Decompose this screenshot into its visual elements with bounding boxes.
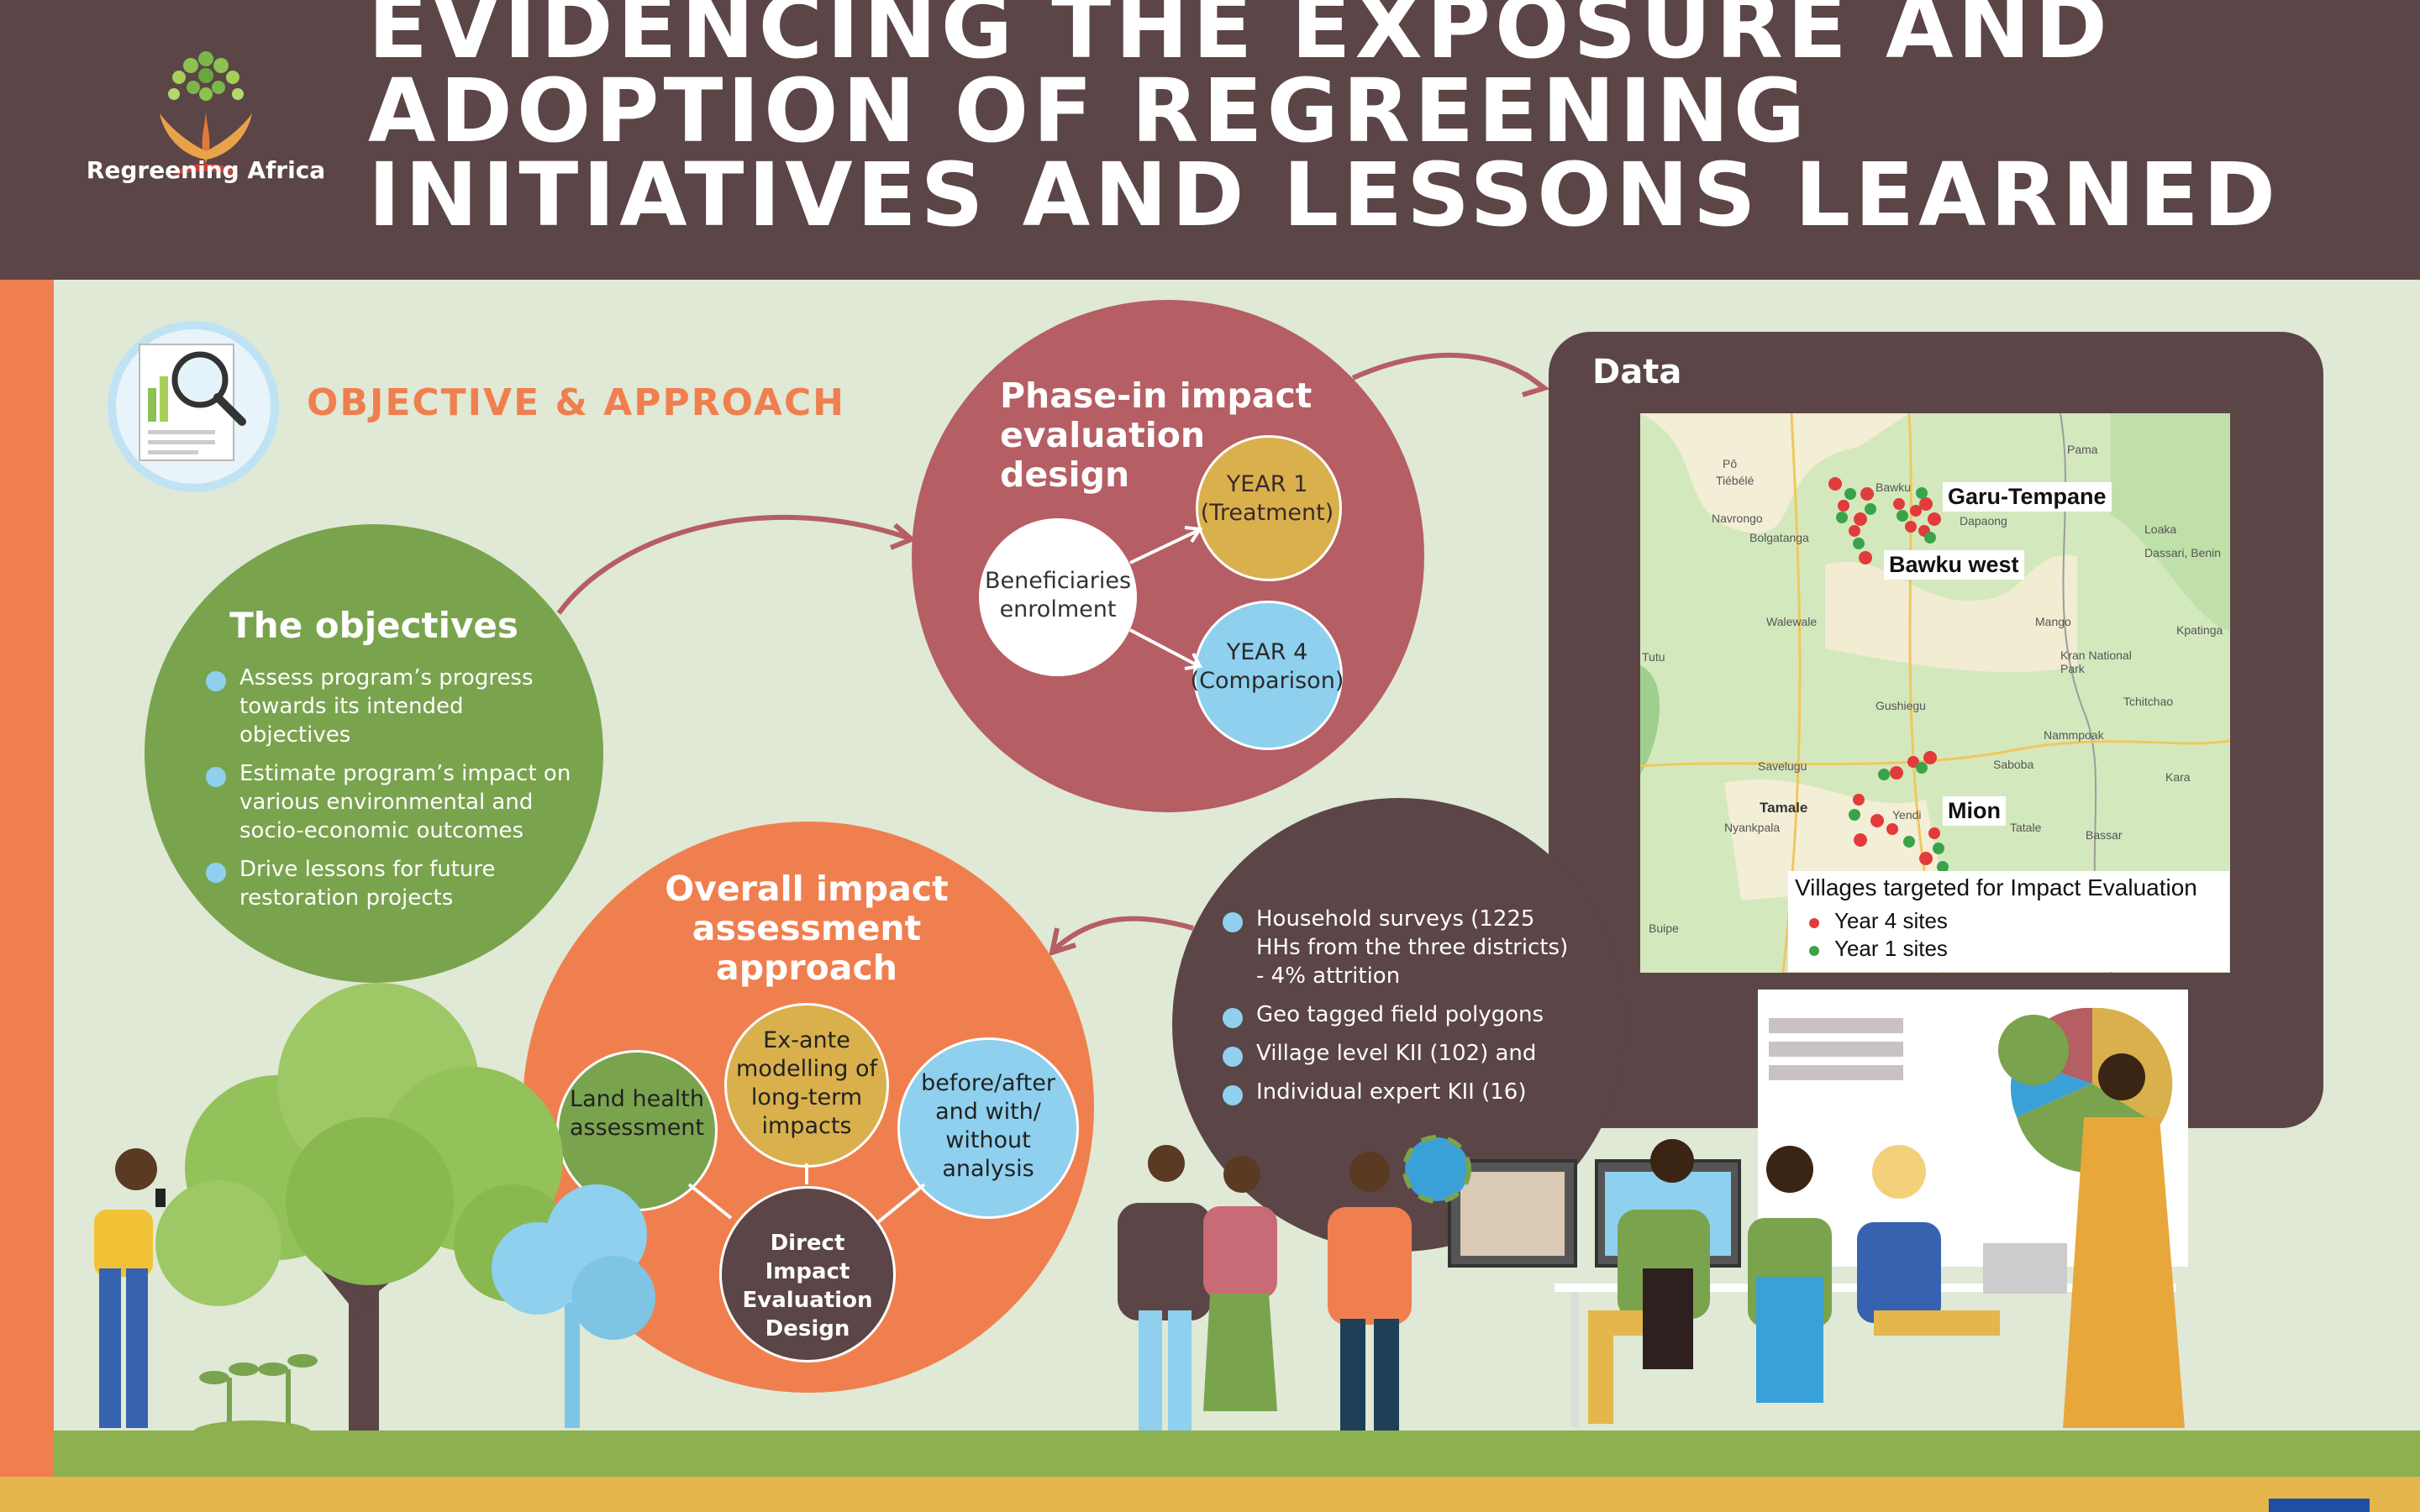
place-name: Mango <box>2035 615 2071 628</box>
before-after-circle <box>897 1037 1079 1219</box>
magnifier-report-icon <box>108 321 279 492</box>
objectives-title: The objectives <box>229 605 518 646</box>
place-name: Gushiegu <box>1876 699 1926 712</box>
objective-item: Estimate program’s impact on various env… <box>206 759 576 845</box>
place-name: Dapaong <box>1960 514 2007 528</box>
legend-title: Villages targeted for Impact Evaluation <box>1795 874 2197 900</box>
place-name: Walewale <box>1766 615 1818 628</box>
header-bar <box>0 0 2420 280</box>
objective-item: Drive lessons for future restoration pro… <box>206 855 576 912</box>
place-name: Tchitchao <box>2123 695 2174 708</box>
place-name: Kran National Park <box>2060 648 2132 675</box>
eu-flag-icon <box>2269 1499 2370 1512</box>
data-item: Household surveys (1225 HHs from the thr… <box>1223 905 1576 990</box>
map-label-mion: Mion <box>1943 796 2006 826</box>
legend-year1-label: Year 1 sites <box>1834 936 1948 961</box>
legend-year1-dot <box>1809 946 1819 956</box>
data-item: Individual expert KII (16) <box>1223 1078 1576 1106</box>
objectives-list: Assess program’s progress towards its in… <box>206 664 576 922</box>
data-item: Geo tagged field polygons <box>1223 1000 1576 1029</box>
ex-ante-circle <box>724 1003 889 1168</box>
place-name: Tatale <box>2010 821 2042 834</box>
year4-label: YEAR 4 (Comparison) <box>1190 639 1344 694</box>
legend-year4-dot <box>1809 918 1819 928</box>
year1-circle <box>1196 435 1342 581</box>
data-list: Household surveys (1225 HHs from the thr… <box>1223 905 1576 1116</box>
data-item: Village level KII (102) and <box>1223 1039 1576 1068</box>
phase-in-arrows <box>1129 526 1203 670</box>
footer-bar <box>0 1477 2420 1512</box>
year4-circle <box>1193 601 1343 750</box>
land-health-label: Land health assessment <box>569 1086 705 1141</box>
place-name: Saboba <box>1993 758 2034 771</box>
map-label-bawku-west: Bawku west <box>1884 550 2024 580</box>
ex-ante-label: Ex-ante modelling of long-term impacts <box>736 1027 877 1139</box>
place-name: Dassari, Benin <box>2144 546 2222 559</box>
regreening-africa-logo <box>80 17 332 193</box>
direct-impact-label: Direct Impact Evaluation Design <box>742 1231 873 1341</box>
place-name: Bassar <box>2086 828 2123 842</box>
phase-in-title: Phase-in impact evaluation design <box>1000 375 1313 495</box>
place-name: Tamale <box>1760 800 1808 816</box>
place-name: Yendi <box>1892 808 1922 822</box>
objectives-circle <box>145 524 603 983</box>
place-name: Nammpoak <box>2044 728 2104 742</box>
logo-text: Regreening Africa <box>86 156 326 184</box>
map-place-names: Tiébélé Pô Navrongo Bolgatanga Bawku Dap… <box>1640 413 2230 973</box>
place-name: Loaka <box>2144 522 2177 536</box>
place-name: Tiébélé <box>1716 474 1754 487</box>
left-accent-strip <box>0 280 54 1512</box>
direct-impact-circle <box>719 1186 896 1362</box>
overall-impact-title: Overall impact assessment approach <box>665 869 949 988</box>
place-name: Bawku <box>1876 480 1912 494</box>
objective-item: Assess program’s progress towards its in… <box>206 664 576 749</box>
map-legend: Villages targeted for Impact Evaluation … <box>1788 871 2229 972</box>
before-after-label: before/after and with/ without analysis <box>921 1070 1055 1182</box>
place-name: Bolgatanga <box>1749 531 1809 544</box>
legend-year4-label: Year 4 sites <box>1834 908 1948 933</box>
section-label-objective-approach: OBJECTIVE & APPROACH <box>307 381 845 424</box>
beneficiaries-label: Beneficiaries enrolment <box>984 568 1132 622</box>
data-title: Data <box>1592 353 1682 391</box>
page-title: EVIDENCING THE EXPOSURE AND ADOPTION OF … <box>368 0 2281 246</box>
place-name: Tutu <box>1642 650 1665 664</box>
map-label-garu-tempane: Garu-Tempane <box>1943 482 2112 512</box>
ground <box>54 1431 2420 1477</box>
place-name: Pama <box>2067 443 2098 456</box>
place-name: Navrongo <box>1712 512 1763 525</box>
beneficiaries-circle <box>979 518 1137 676</box>
place-name: Savelugu <box>1758 759 1807 773</box>
place-name: Nyankpala <box>1724 821 1781 834</box>
place-name: Buipe <box>1649 921 1679 935</box>
overall-arrows <box>687 1163 926 1224</box>
year1-label: YEAR 1 (Treatment) <box>1200 471 1334 526</box>
place-name: Kpatinga <box>2176 623 2223 637</box>
place-name: Kara <box>2165 770 2191 784</box>
place-name: Pô <box>1723 457 1738 470</box>
